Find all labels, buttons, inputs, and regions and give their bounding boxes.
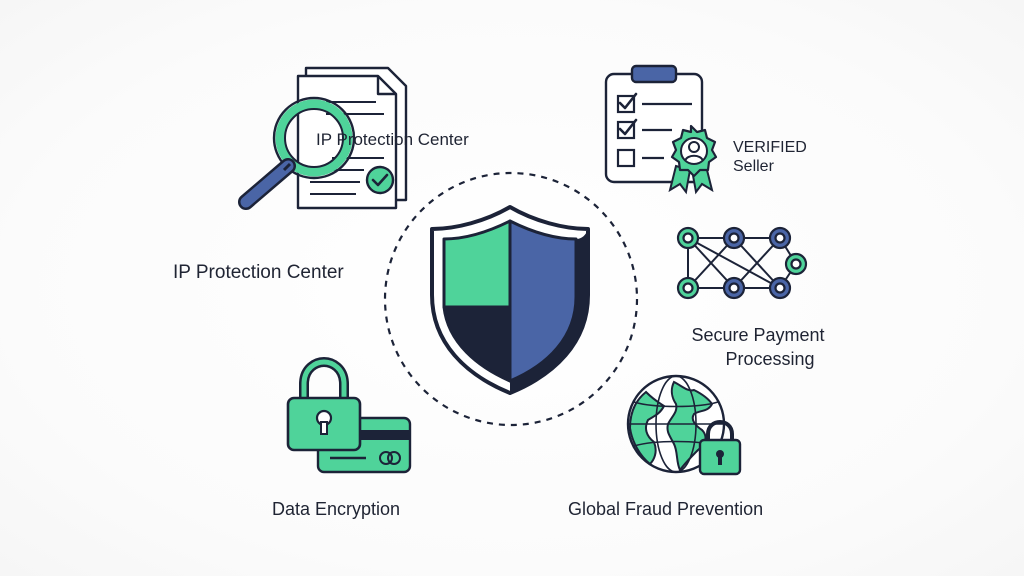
data-encryption-label: Data Encryption: [272, 499, 401, 519]
shield-icon: [430, 205, 590, 395]
network-nodes-icon: [676, 226, 808, 300]
verified-label-line1: VERIFIED: [733, 139, 807, 156]
secure-payment-label-line2: Processing: [725, 349, 815, 369]
globe-lock-icon: [626, 374, 742, 476]
global-fraud-label: Global Fraud Prevention: [568, 499, 764, 519]
checklist-badge-icon: [604, 64, 718, 195]
verified-label-line2: Seller: [733, 158, 774, 175]
dashed-ring: [383, 171, 639, 427]
document-magnifier-icon: [238, 66, 408, 210]
document-overlay-label: IP Protection Center: [316, 130, 469, 149]
ip-protection-label: IP Protection Center: [173, 262, 344, 283]
padlock-card-icon: [286, 356, 412, 474]
secure-payment-label-line1: Secure Payment: [691, 325, 825, 345]
